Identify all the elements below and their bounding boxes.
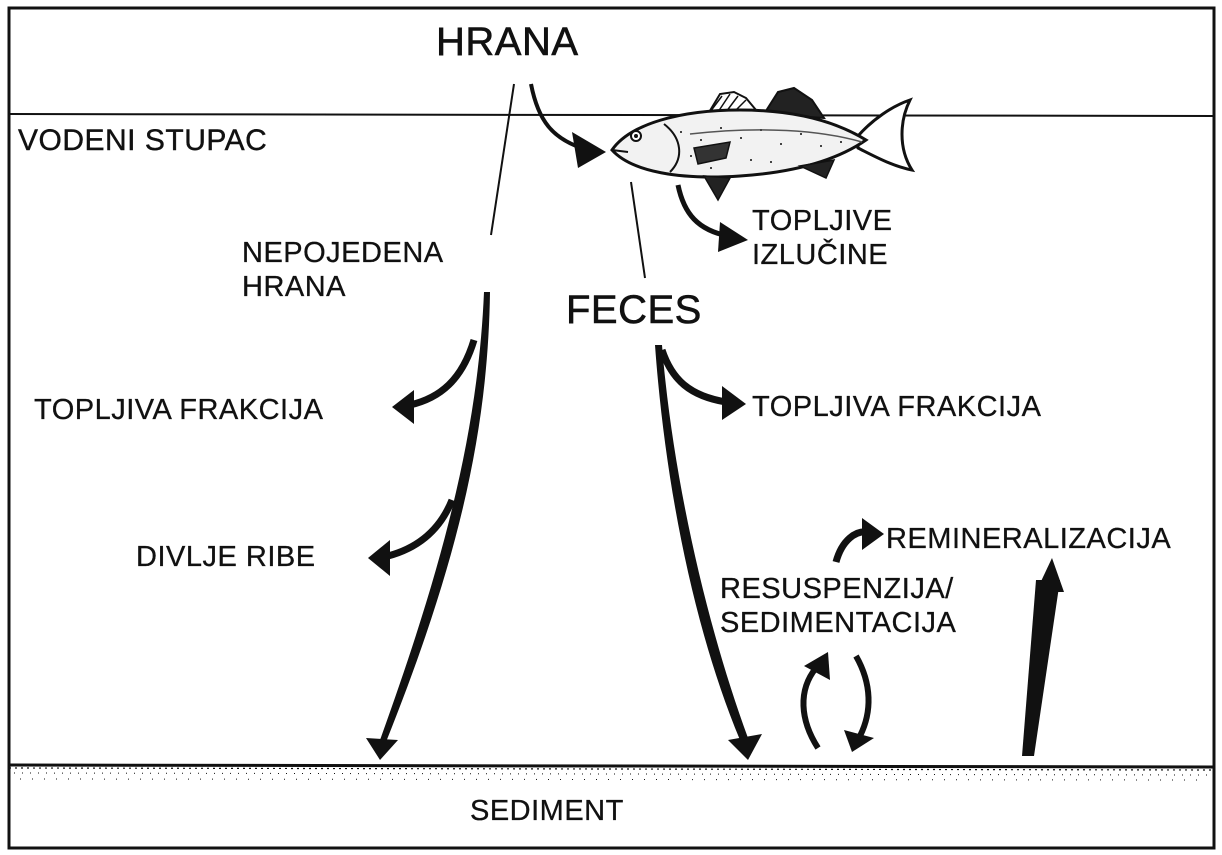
feces-sinking-arrow [655,345,762,760]
food-to-uneaten-line [491,84,514,235]
fish-to-feces-line [631,182,645,278]
resuspension-sedimentation-label: RESUSPENZIJA/ SEDIMENTACIJA [720,572,956,640]
soluble-fraction-left-arrow [392,340,474,424]
resuspension-up-arrow [803,652,830,748]
remineralization-curve-arrow [836,518,884,562]
water-surface-line [9,114,1214,116]
fish-icon [612,88,912,200]
food-to-fish-arrow [531,84,606,168]
remineralization-label: REMINERALIZACIJA [886,522,1171,556]
uneaten-food-sinking-arrow [366,292,490,760]
uneaten-food-label: NEPOJEDENA HRANA [242,236,444,304]
food-label: HRANA [436,20,579,65]
wild-fish-label: DIVLJE RIBE [136,540,316,574]
remineralization-up-arrow [1022,558,1064,756]
feces-label: FECES [566,288,702,333]
sediment-label: SEDIMENT [470,794,624,828]
soluble-fraction-right-arrow [662,350,746,420]
soluble-fraction-left-label: TOPLJIVA FRAKCIJA [34,393,323,427]
water-column-label: VODENI STUPAC [18,124,267,158]
excretion-arrow [678,185,748,252]
soluble-excretions-label: TOPLJIVE IZLUČINE [752,204,892,272]
soluble-fraction-right-label: TOPLJIVA FRAKCIJA [752,390,1041,424]
sedimentation-down-arrow [844,656,874,752]
sediment-surface [9,765,1214,780]
